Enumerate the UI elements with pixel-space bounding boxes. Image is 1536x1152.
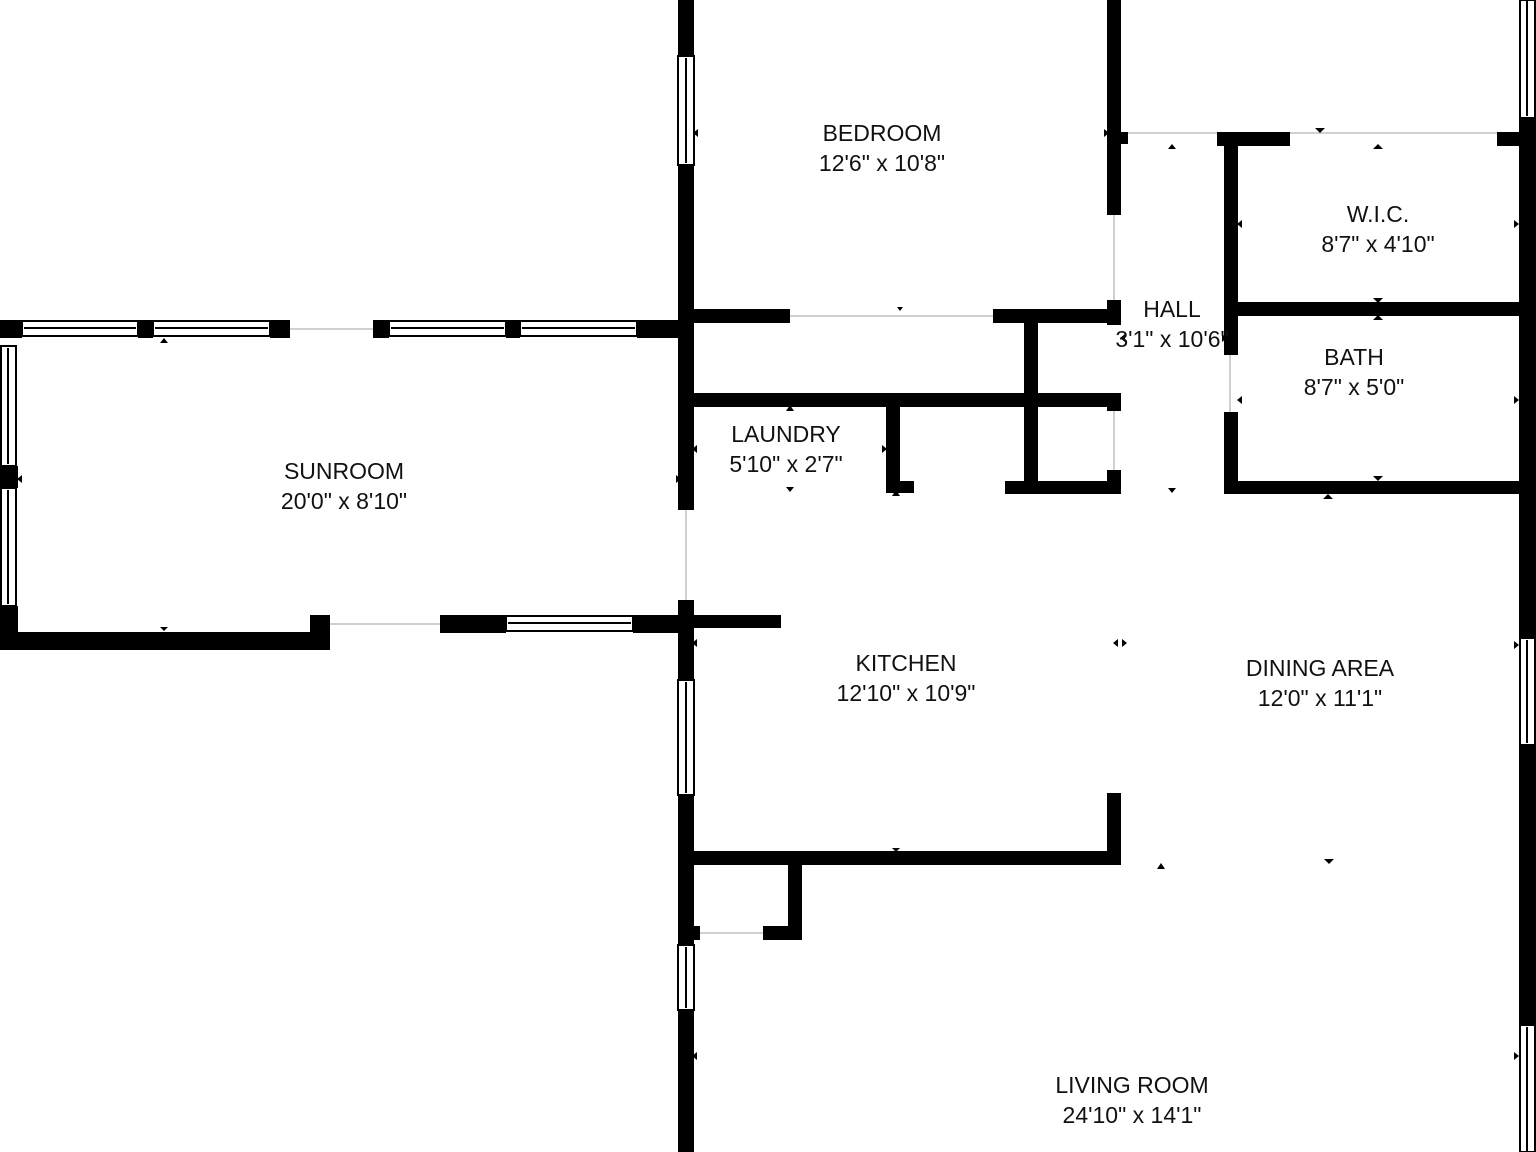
tick: [160, 338, 168, 343]
room-dims-hall: 3'1" x 10'6": [1115, 326, 1228, 352]
room-dims-living: 24'10" x 14'1": [1063, 1102, 1202, 1128]
tick: [1373, 144, 1383, 149]
room-name-living: LIVING ROOM: [1055, 1072, 1208, 1098]
room-dims-bath: 8'7" x 5'0": [1304, 374, 1405, 400]
tick: [1120, 334, 1125, 342]
tick: [1157, 863, 1165, 869]
tick: [1373, 476, 1383, 481]
wall-closet-divider: [1024, 315, 1038, 493]
room-dims-wic: 8'7" x 4'10": [1321, 231, 1434, 257]
tick: [1373, 298, 1383, 303]
tick: [882, 445, 887, 453]
tick: [160, 627, 168, 631]
tick: [892, 848, 900, 852]
tick: [1323, 494, 1333, 499]
wall-bedroom-south-b: [993, 309, 1121, 323]
tick: [1168, 488, 1176, 493]
tick: [17, 475, 22, 483]
wall-sunroom-bottom-c: [440, 615, 506, 633]
tick: [892, 490, 900, 496]
wall-main-vertical-mid: [678, 600, 694, 680]
tick: [1104, 129, 1109, 137]
tick: [1237, 396, 1242, 404]
wall-nook-bottom-b: [763, 926, 802, 940]
tick: [1237, 220, 1242, 228]
wall-bath-south: [1224, 481, 1536, 494]
tick: [1113, 639, 1118, 647]
wall-nook-east: [788, 860, 802, 940]
wall-east-upper: [1519, 118, 1536, 638]
wall-nook-bottom-a: [690, 926, 700, 940]
wall-wic-top-a: [1114, 132, 1128, 144]
room-name-dining: DINING AREA: [1246, 655, 1395, 681]
tick: [786, 405, 794, 411]
wall-closet-bottom: [1005, 481, 1121, 494]
tick: [1514, 220, 1519, 228]
wall-sunroom-top-b: [138, 320, 153, 338]
room-dims-laundry: 5'10" x 2'7": [729, 451, 842, 477]
wall-laundry-east: [886, 400, 900, 490]
wall-sunroom-top-c: [270, 320, 290, 338]
wall-hall-west-stub: [1107, 393, 1121, 411]
wall-wic-bath-divider: [1230, 302, 1536, 316]
wall-sunroom-top-e: [506, 320, 520, 338]
tick: [1514, 1052, 1519, 1060]
tick: [1324, 859, 1334, 864]
dimension-ticks: [17, 128, 1519, 1060]
wall-kitchen-south: [690, 851, 1121, 865]
wall-main-vertical-lower: [678, 795, 694, 945]
tick: [1514, 396, 1519, 404]
wall-bedroom-east: [1107, 0, 1121, 215]
wall-kitchen-east-stub: [1107, 793, 1121, 865]
wall-sunroom-bottom-a: [0, 632, 328, 650]
wall-sunroom-top-f: [637, 320, 690, 338]
room-dims-bedroom: 12'6" x 10'8": [819, 150, 945, 176]
wall-sunroom-bottom-d: [633, 615, 690, 633]
wall-laundry-east-foot: [886, 481, 914, 493]
wall-sunroom-top-d: [373, 320, 389, 338]
tick: [1373, 315, 1383, 320]
tick: [897, 307, 903, 311]
openings: [290, 132, 1497, 934]
wall-east-mid: [1519, 745, 1536, 1025]
tick: [692, 445, 697, 453]
tick: [1222, 334, 1227, 342]
wall-closet-south: [690, 393, 1121, 407]
tick: [1122, 639, 1127, 647]
tick: [1315, 128, 1325, 133]
wall-sunroom-west-mid: [0, 466, 18, 488]
room-name-hall: HALL: [1143, 296, 1201, 322]
tick: [692, 639, 697, 647]
room-name-sunroom: SUNROOM: [284, 458, 404, 484]
room-dims-sunroom: 20'0" x 8'10": [281, 488, 407, 514]
room-dims-kitchen: 12'10" x 10'9": [837, 680, 976, 706]
tick: [692, 1052, 697, 1060]
wall-main-vertical-bottom: [678, 1010, 694, 1152]
wall-bath-west: [1224, 412, 1238, 494]
tick: [1514, 641, 1519, 649]
room-name-laundry: LAUNDRY: [731, 421, 841, 447]
wall-wic-west: [1224, 140, 1238, 355]
wall-kitchen-counter-top: [690, 615, 781, 628]
wall-sunroom-top-a: [0, 320, 22, 338]
tick: [786, 487, 794, 492]
room-name-kitchen: KITCHEN: [856, 650, 957, 676]
room-name-bedroom: BEDROOM: [823, 120, 942, 146]
room-name-wic: W.I.C.: [1347, 201, 1410, 227]
room-name-bath: BATH: [1324, 344, 1384, 370]
wall-bedroom-south-a: [690, 309, 790, 323]
tick: [693, 129, 698, 137]
tick: [676, 475, 681, 483]
room-dims-dining: 12'0" x 11'1": [1258, 685, 1382, 711]
wall-sunroom-bottom-b: [310, 615, 330, 650]
room-labels: BEDROOM 12'6" x 10'8" W.I.C. 8'7" x 4'10…: [281, 120, 1435, 1128]
tick: [1168, 144, 1176, 149]
wall-main-vertical-top: [678, 0, 694, 56]
